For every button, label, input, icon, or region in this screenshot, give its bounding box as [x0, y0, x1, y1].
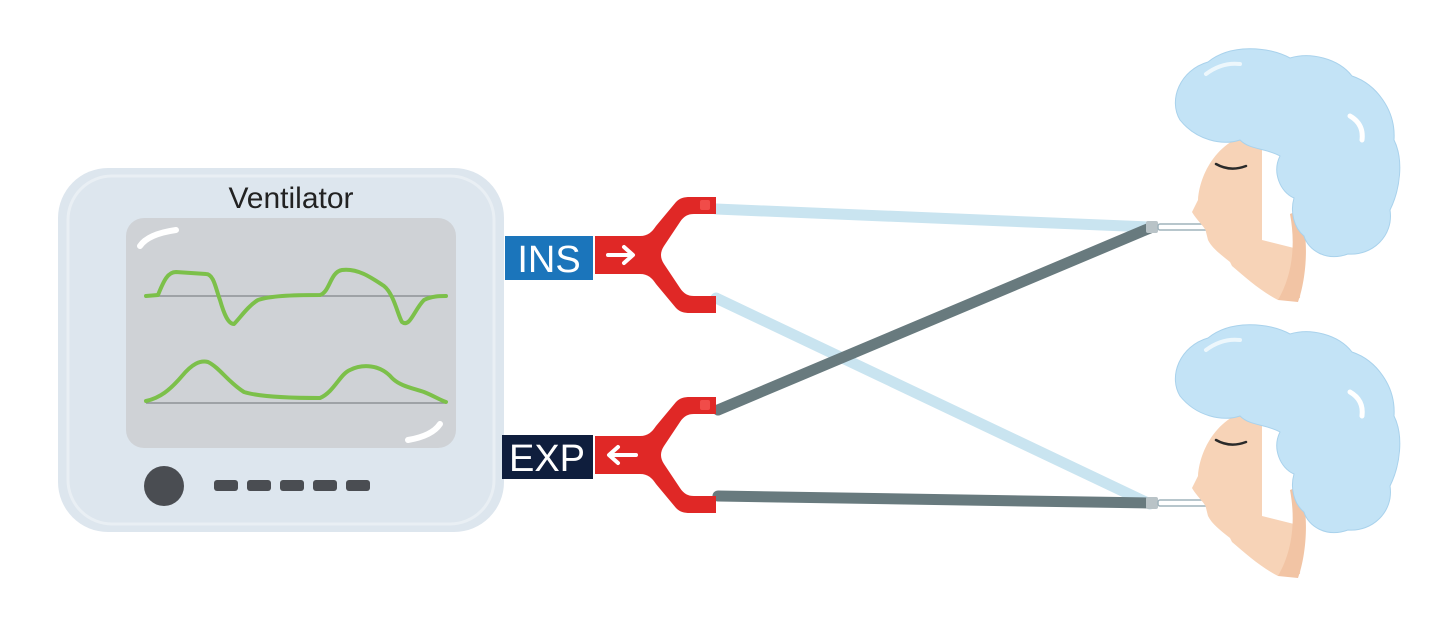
flow-waveform-icon	[144, 359, 448, 404]
patient-head-icon-1	[1175, 49, 1399, 302]
ins-port-label: INS	[517, 239, 580, 281]
ventilator: Ventilator	[58, 168, 504, 532]
exp-port: EXP	[502, 435, 593, 480]
patient-2	[1146, 325, 1400, 578]
knob-icon	[144, 466, 184, 506]
ventilator-title: Ventilator	[228, 182, 353, 215]
ins-y-splitter-icon	[595, 197, 716, 313]
ins-tube-patient-1	[710, 203, 1156, 233]
ins-tube-patient-2	[710, 292, 1156, 510]
exp-port-label: EXP	[509, 438, 585, 480]
patient-1	[1146, 49, 1400, 302]
exp-y-splitter-icon	[595, 397, 716, 513]
exp-tube-patient-1	[712, 222, 1156, 416]
exp-tube-patient-2	[712, 490, 1156, 509]
ventilator-screen	[126, 218, 456, 448]
pressure-waveform-icon	[144, 267, 448, 326]
ins-port: INS	[505, 236, 593, 281]
patient-head-icon-2	[1175, 325, 1399, 578]
button-strip-icon	[214, 480, 370, 491]
endotracheal-tube-1	[1146, 221, 1211, 233]
tubing	[710, 203, 1156, 510]
